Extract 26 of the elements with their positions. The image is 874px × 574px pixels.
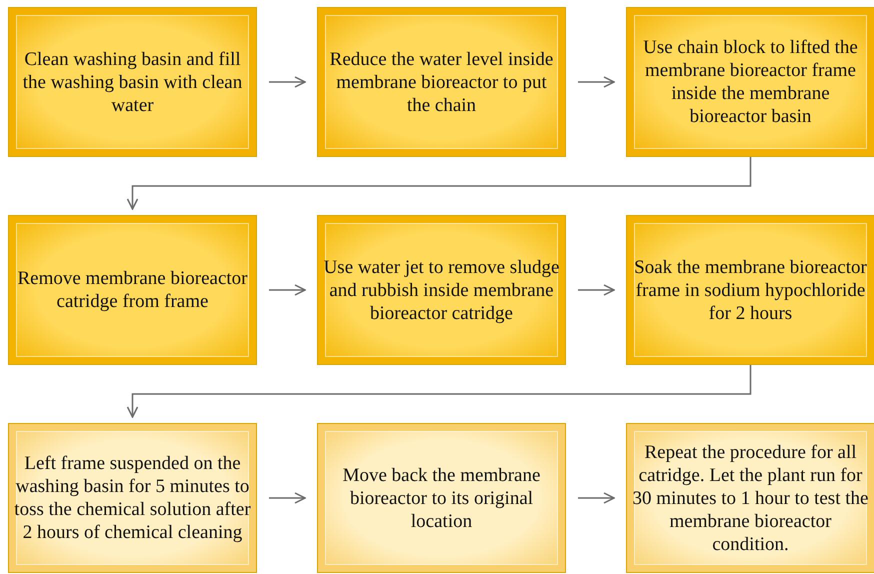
arrow (578, 492, 615, 504)
process-box (317, 423, 566, 573)
step-text: Remove membrane bioreactor catridge from frame (16, 267, 248, 313)
arrow (269, 76, 306, 88)
process-box (317, 7, 566, 157)
step-text: Use water jet to remove sludge and rubbish inside membrane bioreactor catridge (323, 256, 560, 324)
process-box (8, 215, 257, 365)
process-box (626, 423, 874, 573)
process-box (317, 215, 566, 365)
step-text: Clean washing basin and fill the washing basin with clean water (22, 48, 244, 116)
step-text: Soak the membrane bioreactor frame in sodium hypochloride for 2 hours (633, 256, 868, 324)
arrow (126, 365, 752, 418)
step-text: Use chain block to lifted the membrane bioreactor frame inside the membrane bioreactor basin (642, 36, 859, 128)
arrow (269, 284, 306, 296)
step-text: Move back the membrane bioreactor to its original location (342, 464, 542, 532)
step-text: Reduce the water level inside membrane bioreactor to put the chain (328, 48, 554, 116)
process-box (626, 7, 874, 157)
arrow (269, 492, 306, 504)
process-box (626, 215, 874, 365)
process-box (8, 423, 257, 573)
arrow (578, 76, 615, 88)
step-text: Repeat the procedure for all catridge. Let the plant run for 30 minutes to 1 hour to test the membrane bioreactor condition. (632, 440, 869, 556)
arrow (578, 284, 615, 296)
arrow (126, 157, 752, 210)
process-box (8, 7, 257, 157)
step-text: Left frame suspended on the washing basin for 5 minutes to toss the chemical solution after 2 hours of chemical cleaning (14, 452, 251, 544)
